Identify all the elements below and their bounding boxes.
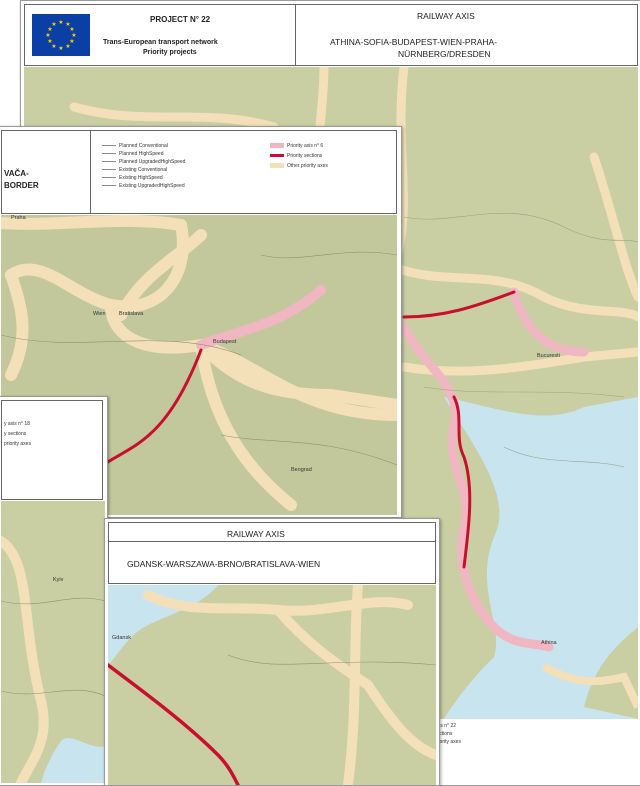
legend-planned-conventional: Planned Conventional <box>102 143 168 149</box>
project-number: PROJECT N° 22 <box>150 15 211 24</box>
legend-planned-upgraded: Planned UpgradedHighSpeed <box>102 159 185 165</box>
city-label-budapest: Budapest <box>213 339 237 345</box>
city-label-athina: Athina <box>541 640 557 646</box>
eu-stars-icon: ★★★ ★★★ ★★★ ★★★ <box>45 19 76 52</box>
svg-text:★: ★ <box>51 43 56 50</box>
sheet-header: VAČA- BORDER Planned Conventional Planne… <box>1 130 397 214</box>
city-label-bucuresti: Bucuresti <box>537 353 560 359</box>
eu-flag: ★★★ ★★★ ★★★ ★★★ <box>32 14 90 56</box>
city-label-kyiv: Kyiv <box>53 577 64 583</box>
legend-axis: y axis n° 18 <box>4 421 30 427</box>
legend-other-axes: Other priority axes <box>270 163 328 169</box>
svg-text:★: ★ <box>65 43 70 50</box>
legend-sections: y sections <box>4 431 27 437</box>
legend-existing-upgraded: Existing UpgradedHighSpeed <box>102 183 185 189</box>
legend-axis: axis n° 22 <box>434 723 457 729</box>
map-sheet-gdansk-wien: RAILWAY AXIS GDANSK-WARSZAWA-BRNO/BRATIS… <box>104 518 440 786</box>
city-label-beograd: Beograd <box>291 467 312 473</box>
map-sheet-axis-18: y axis n° 18 y sections priority axes Ky… <box>0 396 108 786</box>
axis-name: GDANSK-WARSZAWA-BRNO/BRATISLAVA-WIEN <box>127 559 321 569</box>
svg-text:★: ★ <box>69 26 74 33</box>
network-label: Trans-European transport network <box>103 39 218 46</box>
axis-title-line1: VAČA- <box>4 169 29 178</box>
legend-planned-highspeed: Planned HighSpeed <box>102 151 163 157</box>
city-label-praha: Praha <box>11 215 26 221</box>
priority-label: Priority projects <box>143 49 197 56</box>
svg-text:★: ★ <box>71 32 76 39</box>
city-label-gdansk: Gdansk <box>112 635 131 641</box>
legend-other-axes: priority axes <box>434 739 461 745</box>
legend-sections: sections <box>434 731 453 737</box>
city-label-wien: Wien <box>93 311 106 317</box>
sheet-header: ★★★ ★★★ ★★★ ★★★ PROJECT N° 22 Trans-Euro… <box>24 4 638 66</box>
svg-text:★: ★ <box>58 45 63 52</box>
legend-existing-conventional: Existing Conventional <box>102 167 167 173</box>
axis-type: RAILWAY AXIS <box>417 11 475 21</box>
axis-name-line1: ATHINA-SOFIA-BUDAPEST-WIEN-PRAHA- <box>330 37 498 47</box>
axis-type: RAILWAY AXIS <box>227 529 285 539</box>
svg-text:★: ★ <box>47 38 52 45</box>
axis-title-line2: BORDER <box>4 181 39 190</box>
svg-text:★: ★ <box>51 21 56 28</box>
map-area: Gdansk <box>108 585 436 785</box>
map-legend: axis n° 22 sections priority axes <box>426 719 638 779</box>
sheet-header: y axis n° 18 y sections priority axes <box>1 400 103 500</box>
svg-text:★: ★ <box>47 26 52 33</box>
legend-other-axes: priority axes <box>4 441 31 447</box>
map-area: Kyiv <box>1 501 105 783</box>
legend-priority-axis: Priority axis n° 6 <box>270 143 323 149</box>
svg-text:★: ★ <box>58 19 63 26</box>
svg-text:★: ★ <box>45 32 50 39</box>
svg-text:★: ★ <box>65 21 70 28</box>
city-label-bratislava: Bratislava <box>119 311 144 317</box>
legend-priority-sections: Priority sections <box>270 153 322 159</box>
svg-text:★: ★ <box>69 38 74 45</box>
legend-existing-highspeed: Existing HighSpeed <box>102 175 163 181</box>
sheet-header: RAILWAY AXIS GDANSK-WARSZAWA-BRNO/BRATIS… <box>108 522 436 584</box>
axis-name-line2: NÜRNBERG/DRESDEN <box>398 49 491 59</box>
